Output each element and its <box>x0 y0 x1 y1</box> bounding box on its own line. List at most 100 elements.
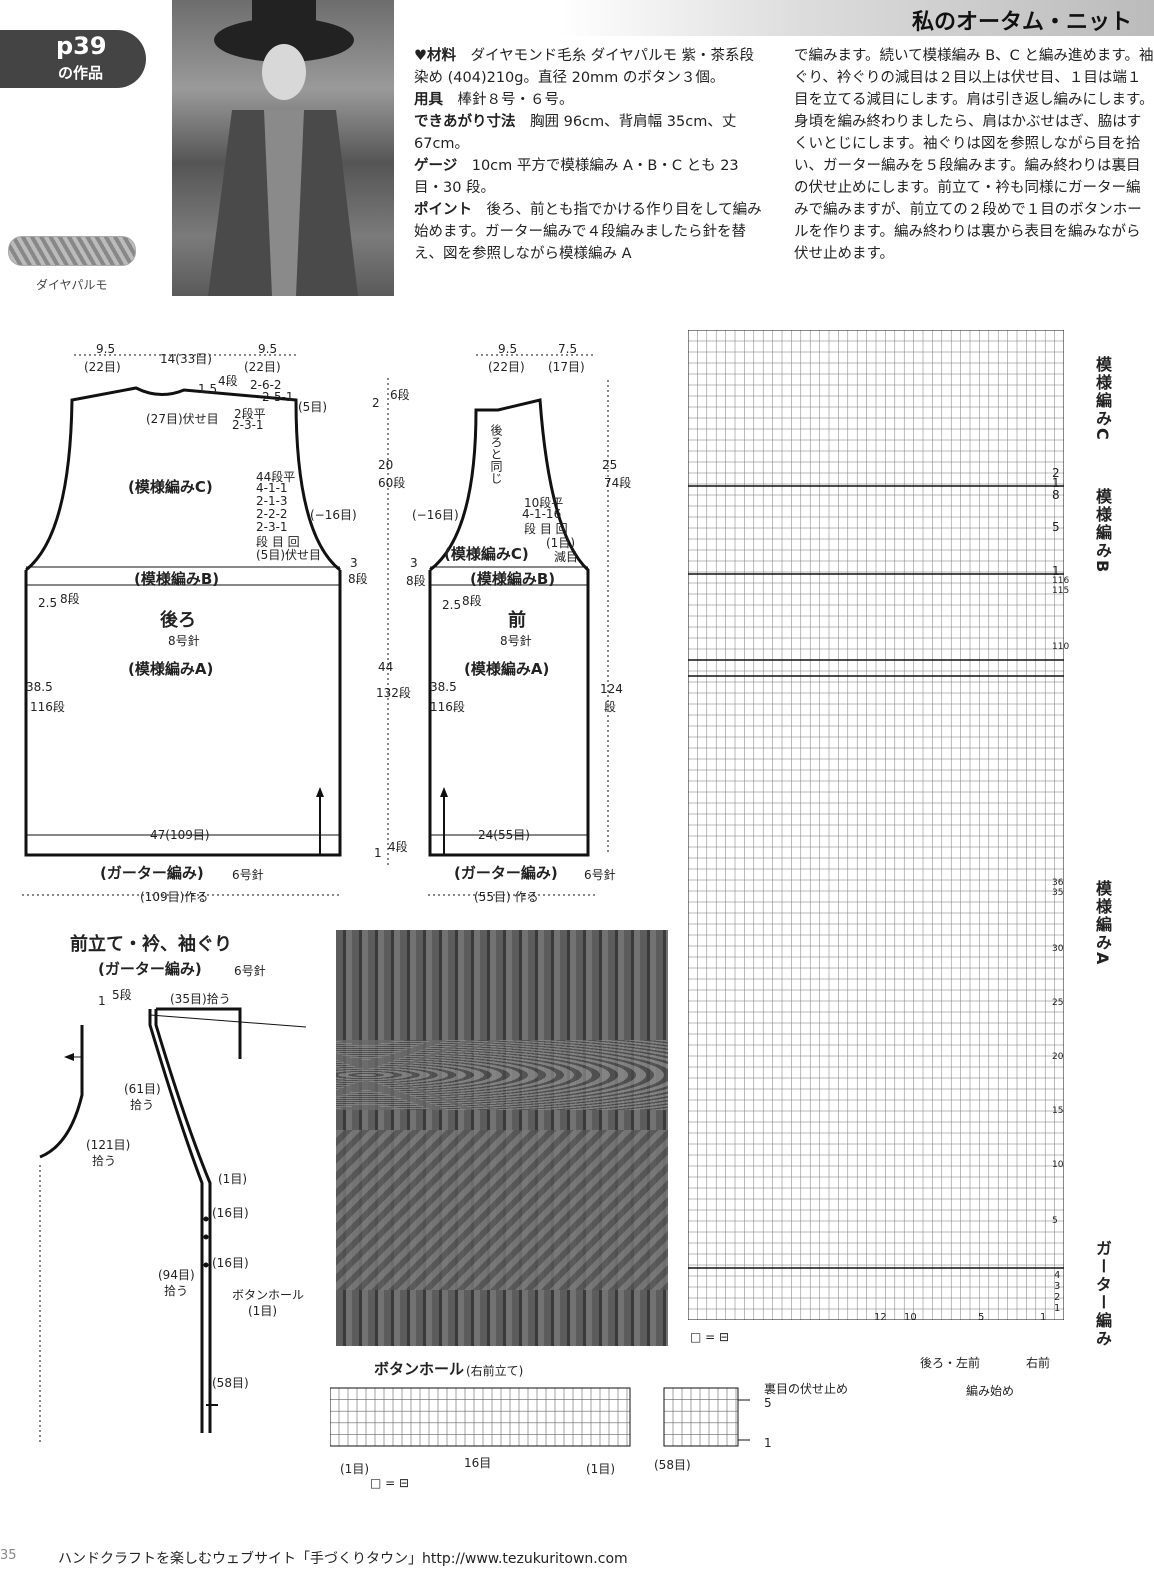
back-arm5: 2-3-1 <box>256 520 288 534</box>
front-arm-dec: (−16目) <box>412 508 459 522</box>
buttonhole-grid <box>330 1387 750 1447</box>
chart-col-5: 5 <box>978 1312 985 1323</box>
chart-rowA-20: 20 <box>1052 1052 1064 1062</box>
chart-rowBA-115: 115 <box>1052 586 1070 596</box>
front-neck3: 段 目 回 <box>524 522 568 536</box>
page-badge: p39 の作品 <box>0 30 146 88</box>
chart-rowA-5: 5 <box>1052 1216 1058 1226</box>
yarn-sample <box>8 236 136 266</box>
back-arm6: 段 目 回 <box>256 535 300 549</box>
chart-label-B: 模様編みB <box>1093 488 1112 575</box>
back-label: 後ろ <box>160 610 196 631</box>
gauge-text: 10cm 平方で模様編み A・B・C とも 23 目・30 段。 <box>414 158 739 196</box>
band-sub-n: 6号針 <box>234 964 266 978</box>
front-bottom-w: 24(55目) <box>478 828 530 842</box>
stitch-chart <box>688 330 1064 1320</box>
band-pick4: (94目) <box>158 1268 195 1282</box>
badge-sub: の作品 <box>58 64 104 82</box>
point-text: 後ろ、前とも指でかける作り目をして編み始めます。ガーター編みで４段編みましたら針… <box>414 202 762 262</box>
mid-2: 20 <box>378 458 394 472</box>
chart-rowB-8: 8 <box>1052 488 1060 502</box>
chart-col-1: 1 <box>1040 1312 1047 1323</box>
page-title: 私のオータム・ニット <box>911 10 1132 35</box>
chart-rowB-5: 5 <box>1052 520 1060 534</box>
front-cast: (55目) 作る <box>474 890 539 904</box>
front-topw1: 9.5 <box>498 342 518 356</box>
band-pick1: (35目)拾う <box>170 992 231 1006</box>
chart-label-A: 模様編みA <box>1093 880 1112 967</box>
front-patA: (模様編みA) <box>464 660 550 678</box>
front-side2: 38.5 <box>430 680 457 694</box>
swatch-band-2 <box>336 1130 668 1290</box>
back-side2s: 116段 <box>30 700 65 714</box>
band-sub: (ガーター編み) <box>98 960 202 978</box>
chart-bottom-right: 右前 <box>1026 1356 1051 1370</box>
front-side1s: 8段 <box>462 594 482 608</box>
mid-3: 3 <box>350 556 358 570</box>
chart-rowC-1: 1 <box>1052 476 1060 490</box>
band-pick2b: 拾う <box>130 1098 155 1112</box>
band-diagram <box>39 1007 307 1445</box>
back-shoulder1: 2-6-2 <box>250 378 282 392</box>
chart-rowBA-110: 110 <box>1052 642 1070 652</box>
badge-page: p39 <box>56 32 107 60</box>
size-head: できあがり寸法 <box>414 114 516 130</box>
chart-rowG-1: 1 <box>1054 1303 1061 1314</box>
mid-1: 2 <box>372 396 380 410</box>
back-side1: 2.5 <box>38 596 58 610</box>
chart-rowG-2: 2 <box>1054 1292 1061 1303</box>
model-photo <box>172 0 394 296</box>
front-needle: 8号針 <box>500 634 532 648</box>
band-pick3b: 拾う <box>92 1154 117 1168</box>
band-pick2: (61目) <box>124 1082 161 1096</box>
chart-rowBA-116: 116 <box>1052 576 1070 586</box>
front-same: 後ろと同じ <box>489 424 503 484</box>
front-patB: (模様編みB) <box>470 570 556 588</box>
front-neck5: 減目 <box>554 550 579 564</box>
back-shoulder3: (5目) <box>298 400 327 414</box>
front-topw2s: (17目) <box>548 360 585 374</box>
bh-b4: (58目) <box>654 1458 691 1472</box>
front-left1: 3 <box>410 556 418 570</box>
front-garter-n: 6号針 <box>584 868 616 882</box>
front-neck4: (1目) <box>546 536 575 550</box>
back-neck-bind: (27目)伏せ目 <box>146 412 219 426</box>
bh-row1: 1 <box>764 1436 772 1450</box>
gauge-head: ゲージ <box>414 158 458 174</box>
header-stripes <box>560 0 1154 36</box>
mid-3s: 8段 <box>348 572 368 586</box>
front-right1: 25 <box>602 458 618 472</box>
back-patA: (模様編みA) <box>128 660 214 678</box>
front-schematic <box>428 354 609 896</box>
back-garter: (ガーター編み) <box>100 864 204 882</box>
bh-bind: 裏目の伏せ止め <box>764 1382 849 1396</box>
band-title: 前立て・衿、袖ぐり <box>70 934 232 955</box>
band-pick4b: 拾う <box>164 1284 189 1298</box>
front-right2s: 段 <box>604 700 617 714</box>
back-side1s: 8段 <box>60 592 80 606</box>
front-topw2: 7.5 <box>558 342 578 356</box>
yarn-caption: ダイヤパルモ <box>36 278 108 292</box>
back-cast: (109目)作る <box>140 890 209 904</box>
band-r1: (1目) <box>218 1172 247 1186</box>
mid-1s: 6段 <box>390 388 410 402</box>
back-garter-n: 6号針 <box>232 868 264 882</box>
chart-rowA-36: 36 <box>1052 878 1064 888</box>
band-bh: ボタンホール <box>232 1288 305 1302</box>
back-topw3s: (22目) <box>244 360 281 374</box>
instructions-col2: で編みます。続いて模様編み B、C と編み進めます。袖ぐり、衿ぐりの減目は２目以… <box>794 48 1154 262</box>
back-topw1s: (22目) <box>84 360 121 374</box>
band-top1s: 5段 <box>112 988 132 1002</box>
bh-b3: (1目) <box>586 1462 615 1476</box>
bh-b1: (1目) <box>340 1462 369 1476</box>
back-arm3: 2-1-3 <box>256 494 288 508</box>
back-arm7: (5目)伏せ目 <box>256 548 321 562</box>
front-label: 前 <box>508 610 526 631</box>
mid-2s: 60段 <box>378 476 406 490</box>
chart-rowC-2: 2 <box>1052 466 1060 480</box>
materials-text: ダイヤモンド毛糸 ダイヤパルモ 紫・茶系段染め (404)210g。直径 20m… <box>414 48 755 86</box>
front-side2s: 116段 <box>430 700 465 714</box>
back-schematic <box>22 354 342 896</box>
band-pick3: (121目) <box>86 1138 131 1152</box>
chart-label-G: ガーター編み <box>1093 1240 1112 1348</box>
